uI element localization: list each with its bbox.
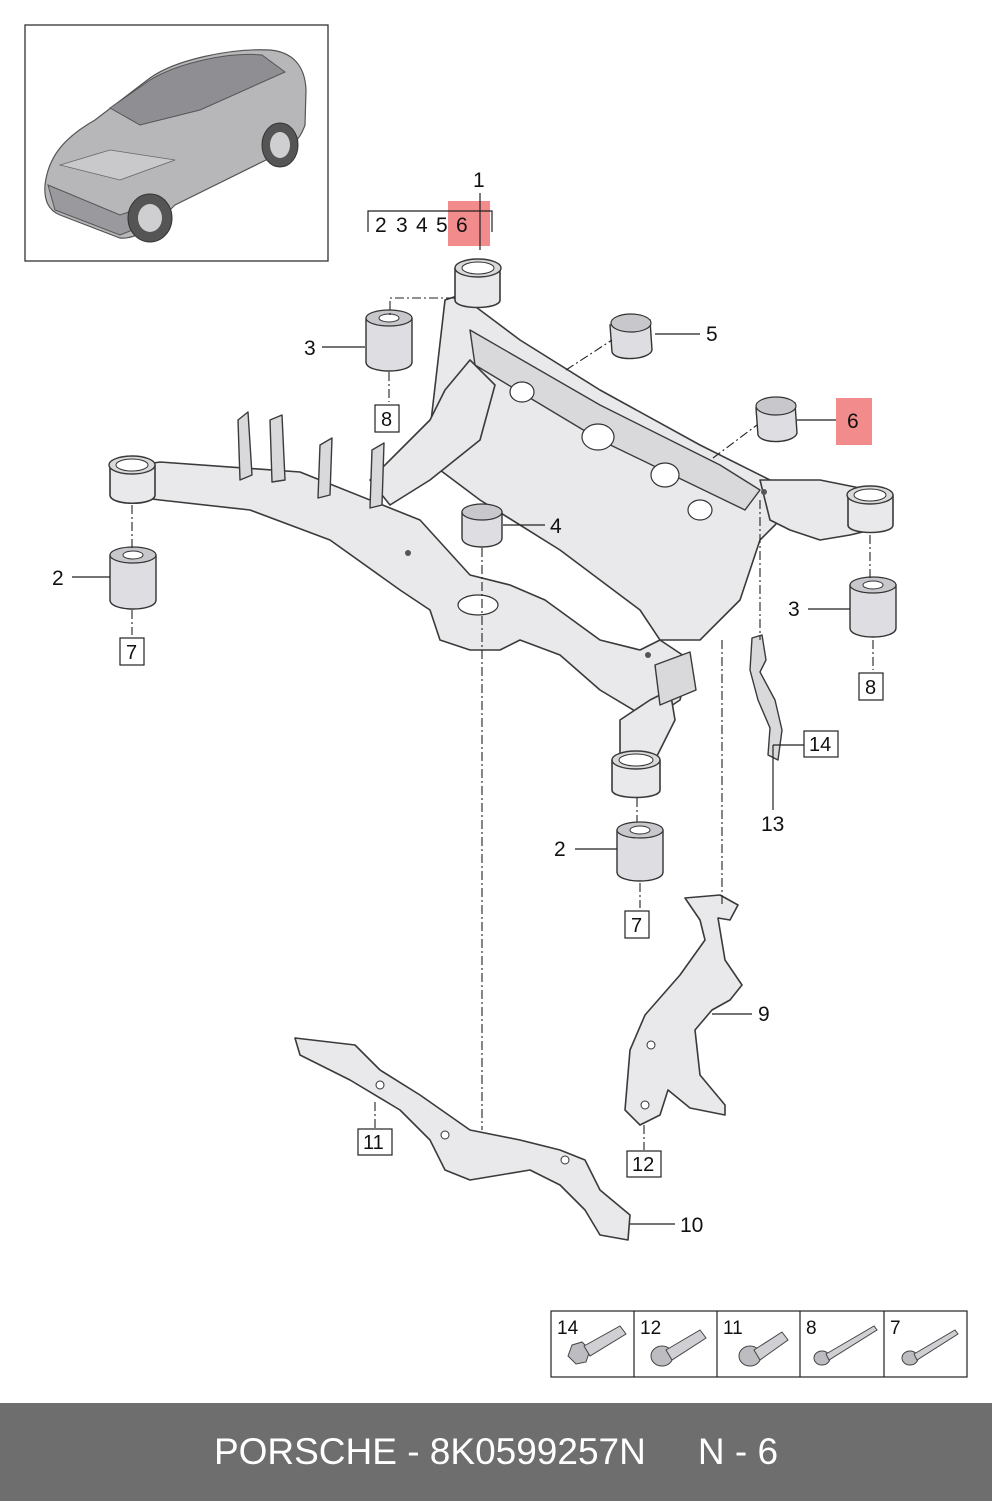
long-bolt-icon <box>813 1325 878 1366</box>
footer-part-number: PORSCHE - 8K0599257N <box>213 1431 646 1472</box>
frame-tube <box>454 258 502 309</box>
svg-text:7: 7 <box>126 642 137 664</box>
car-icon <box>44 49 307 243</box>
brace-10 <box>294 1037 631 1241</box>
bushing-5 <box>609 313 653 360</box>
fastener-cell: 11 <box>723 1318 789 1367</box>
svg-text:11: 11 <box>723 1318 743 1339</box>
svg-text:14: 14 <box>557 1318 579 1339</box>
header-item: 4 <box>416 214 428 237</box>
callout-10: 10 <box>680 1214 703 1237</box>
callout-1: 1 <box>473 169 485 192</box>
group-header: 1 2 3 4 5 6 <box>367 169 493 250</box>
bushing-3-right <box>849 576 897 638</box>
bushing-2-left <box>109 546 157 610</box>
svg-text:12: 12 <box>640 1318 661 1339</box>
flange-bolt-icon <box>650 1329 707 1367</box>
fastener-cell: 12 <box>640 1318 707 1367</box>
svg-text:7: 7 <box>890 1318 901 1339</box>
fastener-cell: 7 <box>890 1318 959 1366</box>
header-item: 2 <box>375 214 387 237</box>
frame-tube <box>108 455 156 504</box>
header-item: 5 <box>436 214 448 237</box>
boxed-ref-14: 14 <box>803 730 839 758</box>
svg-text:11: 11 <box>363 1132 384 1154</box>
callout-5: 5 <box>706 323 718 346</box>
callout-13: 13 <box>761 813 784 836</box>
long-bolt-icon <box>901 1329 959 1366</box>
boxed-ref-8: 8 <box>858 672 884 701</box>
svg-text:8: 8 <box>865 677 876 699</box>
boxed-ref-7: 7 <box>624 910 650 939</box>
bushing-4 <box>461 503 503 548</box>
callout-3: 3 <box>788 598 800 621</box>
callout-3: 3 <box>304 337 316 360</box>
svg-text:7: 7 <box>631 915 642 937</box>
frame-tube <box>846 485 894 534</box>
svg-text:12: 12 <box>632 1154 654 1176</box>
fastener-cell: 8 <box>806 1318 878 1366</box>
footer-bar: PORSCHE - 8K0599257N N - 6 <box>0 1403 992 1501</box>
bushing-3-left <box>365 309 413 372</box>
bushing-2-right <box>616 821 664 882</box>
callout-6: 6 <box>847 410 859 433</box>
svg-text:14: 14 <box>809 734 831 756</box>
vehicle-thumbnail <box>24 24 329 262</box>
sensor-bracket-13 <box>749 634 783 761</box>
callout-2: 2 <box>554 838 566 861</box>
boxed-ref-8: 8 <box>374 404 400 433</box>
brace-9 <box>624 894 743 1126</box>
rear-subframe <box>108 258 894 799</box>
callout-4: 4 <box>550 515 562 538</box>
callout-2: 2 <box>52 567 64 590</box>
callout-6-highlight <box>836 398 872 445</box>
boxed-ref-11: 11 <box>357 1128 393 1156</box>
fastener-cell: 14 <box>557 1318 627 1365</box>
frame-tube <box>611 750 661 799</box>
fastener-table: 14 12 11 8 <box>550 1310 968 1378</box>
svg-text:8: 8 <box>806 1318 817 1339</box>
boxed-ref-7: 7 <box>119 637 145 666</box>
bushing-6 <box>755 396 798 443</box>
header-item: 3 <box>396 214 408 237</box>
parts-diagram: 1 2 3 4 5 6 <box>24 24 968 1378</box>
footer-reference: N - 6 <box>697 1431 779 1472</box>
header-item-highlighted: 6 <box>456 214 468 237</box>
svg-text:8: 8 <box>381 409 392 431</box>
hex-socket-bolt-icon <box>567 1325 627 1365</box>
callout-9: 9 <box>758 1003 770 1026</box>
flange-bolt-icon <box>738 1331 789 1367</box>
boxed-ref-12: 12 <box>626 1150 662 1178</box>
